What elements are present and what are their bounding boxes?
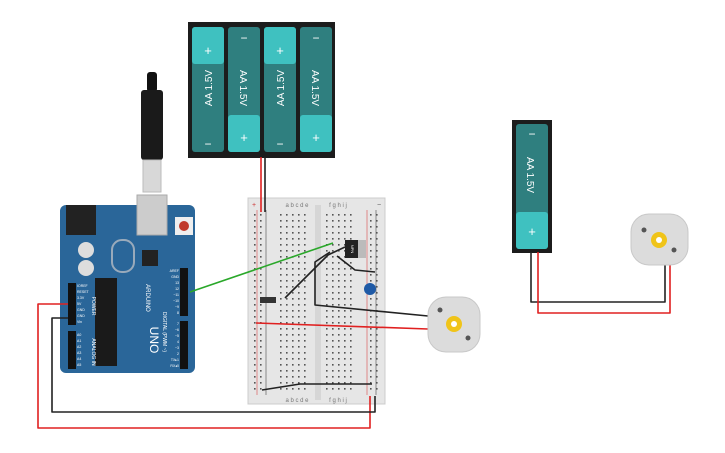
wire-signal-green[interactable] — [189, 242, 334, 293]
pin-label: ~3 — [175, 346, 179, 350]
wire-motor-red[interactable] — [255, 322, 429, 330]
bb-plus: + — [252, 202, 256, 209]
transistor[interactable]: NPN — [345, 240, 366, 258]
pin-label: TX▸1 — [171, 358, 179, 362]
pin-label: GND — [171, 275, 179, 279]
wire-single-black[interactable] — [530, 252, 666, 303]
bb-minus: − — [377, 202, 381, 209]
pin-label: IOREF — [77, 284, 88, 288]
pin-label: RESET — [77, 290, 90, 294]
capacitor[interactable] — [364, 283, 376, 295]
battery-pos-label: + — [204, 43, 212, 58]
pin-label: ~11 — [173, 293, 179, 297]
pin-label: 2 — [177, 352, 179, 356]
arduino-uno[interactable]: ARDUINO UNO DIGITAL (PWM ~) POWER ANALOG… — [60, 194, 195, 373]
battery-neg-label: − — [204, 137, 211, 151]
wire-motor-black[interactable] — [314, 251, 429, 317]
battery-pos-label: + — [276, 43, 284, 58]
bb-cols-right-top: f g h i j — [329, 203, 347, 209]
pin-label: A4 — [77, 357, 81, 361]
dc-motor-1[interactable] — [427, 296, 481, 353]
battery-pos-label: + — [528, 224, 536, 239]
pin-label: A0 — [77, 333, 81, 337]
battery-label: AA 1.5V — [524, 157, 535, 193]
pin-label: 7 — [177, 322, 179, 326]
bb-cols-right-bottom: f g h i j — [329, 398, 347, 404]
battery-pack-4aa[interactable]: + − AA 1.5V + − AA 1.5V + − AA 1.5V + − AA 1.5V — [188, 22, 335, 158]
pin-label: Vin — [77, 320, 82, 324]
battery-neg-label: − — [276, 137, 283, 151]
wire-single-red[interactable] — [537, 252, 671, 314]
arduino-analog-label: ANALOG IN — [90, 338, 96, 366]
pin-label: 8 — [177, 311, 179, 315]
wire-5v-red[interactable] — [37, 303, 371, 429]
usb-cable[interactable] — [141, 72, 163, 193]
battery-cell: + − AA 1.5V — [264, 27, 296, 152]
pin-label: ~9 — [175, 305, 179, 309]
arduino-power-label: POWER — [90, 297, 96, 316]
dc-motor-2[interactable] — [630, 213, 689, 266]
battery-cell: + − AA 1.5V — [192, 27, 224, 152]
battery-label: AA 1.5V — [276, 70, 287, 106]
battery-neg-label: − — [240, 31, 247, 45]
arduino-model: UNO — [147, 327, 161, 354]
pin-label: A3 — [77, 351, 81, 355]
transistor-label: NPN — [350, 245, 355, 254]
wire-bb-black-1[interactable] — [284, 246, 346, 299]
battery-pos-label: + — [312, 130, 320, 145]
pin-label: A5 — [77, 363, 81, 367]
pin-label: A1 — [77, 339, 81, 343]
battery-cell: + − AA 1.5V — [228, 27, 260, 152]
pin-label: 12 — [175, 287, 179, 291]
pin-label: A2 — [77, 345, 81, 349]
diode[interactable] — [260, 297, 276, 303]
arduino-brand: ARDUINO — [144, 284, 150, 312]
pin-label: 13 — [175, 281, 179, 285]
battery-cell: + − AA 1.5V — [300, 27, 332, 152]
breadboard[interactable]: a b c d e f g h i j a b c d e f g h i j … — [247, 197, 386, 405]
wire-gnd-black[interactable] — [51, 317, 376, 413]
pin-label: AREF — [170, 269, 179, 273]
pin-label: 3.3V — [77, 296, 85, 300]
wire-bb-black-3[interactable] — [261, 383, 372, 391]
pin-label: ~6 — [175, 328, 179, 332]
battery-neg-label: − — [312, 31, 319, 45]
pin-label: RX◂0 — [170, 364, 179, 368]
wire-bb-black-2[interactable] — [336, 255, 376, 273]
pin-label: GND — [77, 308, 85, 312]
pin-label: GND — [77, 314, 85, 318]
bb-cols-left-top: a b c d e — [285, 203, 309, 209]
battery-label: AA 1.5V — [309, 70, 320, 106]
battery-neg-label: − — [528, 127, 535, 141]
pin-label: ~5 — [175, 334, 179, 338]
battery-label: AA 1.5V — [204, 70, 215, 106]
pin-label: 5V — [77, 302, 82, 306]
bb-cols-left-bottom: a b c d e — [285, 398, 309, 404]
battery-pack-1aa[interactable]: − + AA 1.5V — [512, 120, 552, 253]
battery-label: AA 1.5V — [237, 70, 248, 106]
pin-label: ~10 — [173, 299, 179, 303]
pin-label: 4 — [177, 340, 179, 344]
arduino-digital-label: DIGITAL (PWM ~) — [161, 312, 167, 352]
battery-pos-label: + — [240, 130, 248, 145]
